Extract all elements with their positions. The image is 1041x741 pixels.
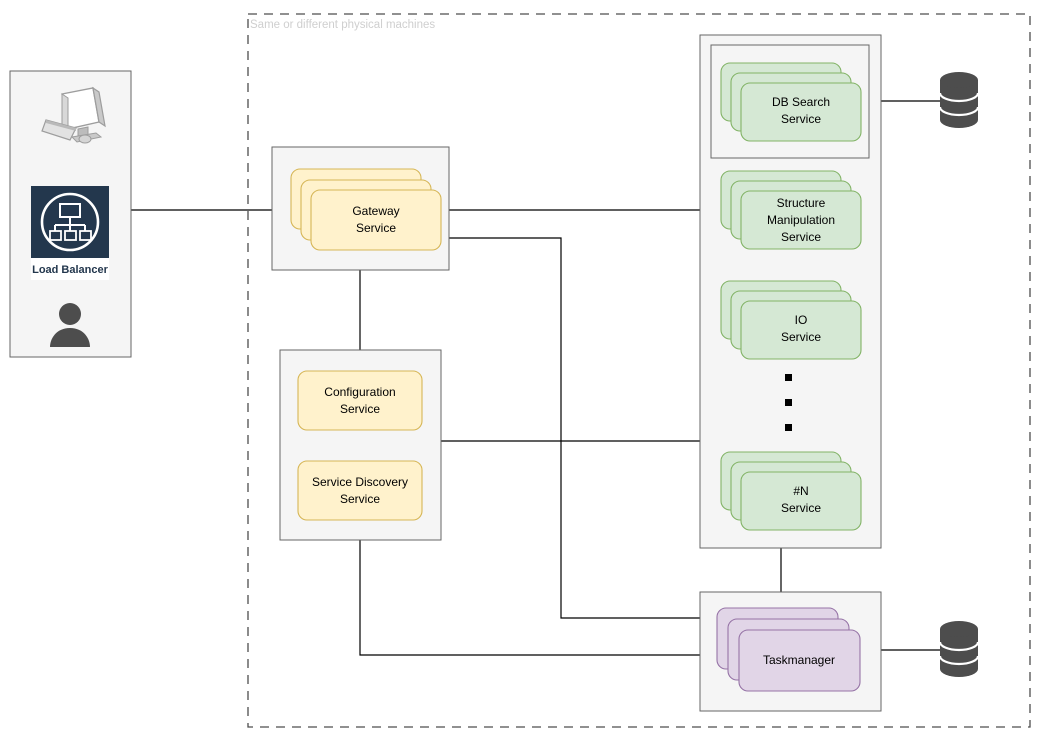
service-discovery-card[interactable] xyxy=(297,460,423,521)
n-service-label-line1: #N xyxy=(793,484,808,498)
gateway-panel: Gateway Service xyxy=(271,146,450,271)
taskmanager-label: Taskmanager xyxy=(763,653,835,667)
boundary-label: Same or different physical machines xyxy=(250,19,435,31)
gateway-service-label-line1: Gateway xyxy=(352,204,399,218)
structure-manipulation-service-card-1[interactable] xyxy=(740,190,862,250)
load-balancer-label-bg xyxy=(31,258,109,280)
taskmanager-database-icon xyxy=(938,621,980,677)
connector-config-taskmanager xyxy=(359,540,700,656)
user-person-icon xyxy=(50,303,90,347)
n-service-card-1[interactable] xyxy=(740,471,862,531)
structure-manipulation-service-label-line2: Manipulation xyxy=(767,213,835,227)
configuration-service-card[interactable] xyxy=(297,370,423,431)
client-panel: Load Balancer xyxy=(9,70,132,358)
ellipsis-square-1 xyxy=(785,374,792,381)
desktop-computer-icon xyxy=(41,86,106,144)
db-search-service-label-line1: DB Search xyxy=(772,95,830,109)
service-discovery-label-line2: Service xyxy=(340,492,380,506)
n-service-label-line2: Service xyxy=(781,501,821,515)
configuration-service-label-line2: Service xyxy=(340,402,380,416)
gateway-service-card-1[interactable] xyxy=(310,189,442,251)
services-panel: DB Search Service Structure Manipulation… xyxy=(699,34,882,549)
db-search-highlight-box xyxy=(710,44,870,159)
taskmanager-card-1[interactable] xyxy=(738,629,861,692)
db-search-database-icon xyxy=(938,72,980,128)
taskmanager-panel: Taskmanager xyxy=(699,591,882,712)
services-ellipsis xyxy=(785,374,792,431)
structure-manipulation-service-label-line1: Structure xyxy=(777,196,826,210)
load-balancer-label: Load Balancer xyxy=(32,264,109,276)
structure-manipulation-service-label-line3: Service xyxy=(781,230,821,244)
configuration-service-label-line1: Configuration xyxy=(324,385,395,399)
io-service-label-line1: IO xyxy=(795,313,808,327)
service-discovery-label-line1: Service Discovery xyxy=(312,475,408,489)
ellipsis-square-3 xyxy=(785,424,792,431)
physical-machines-boundary xyxy=(247,13,1031,728)
gateway-service-label-line2: Service xyxy=(356,221,396,235)
config-panel: Configuration Service Service Discovery … xyxy=(279,349,442,541)
io-service-label-line2: Service xyxy=(781,330,821,344)
io-service-card-1[interactable] xyxy=(740,300,862,360)
ellipsis-square-2 xyxy=(785,399,792,406)
db-search-service-card-1[interactable] xyxy=(740,82,862,142)
db-search-service-label-line2: Service xyxy=(781,112,821,126)
load-balancer-icon xyxy=(31,186,109,258)
connector-gateway-taskmanager xyxy=(449,237,700,619)
